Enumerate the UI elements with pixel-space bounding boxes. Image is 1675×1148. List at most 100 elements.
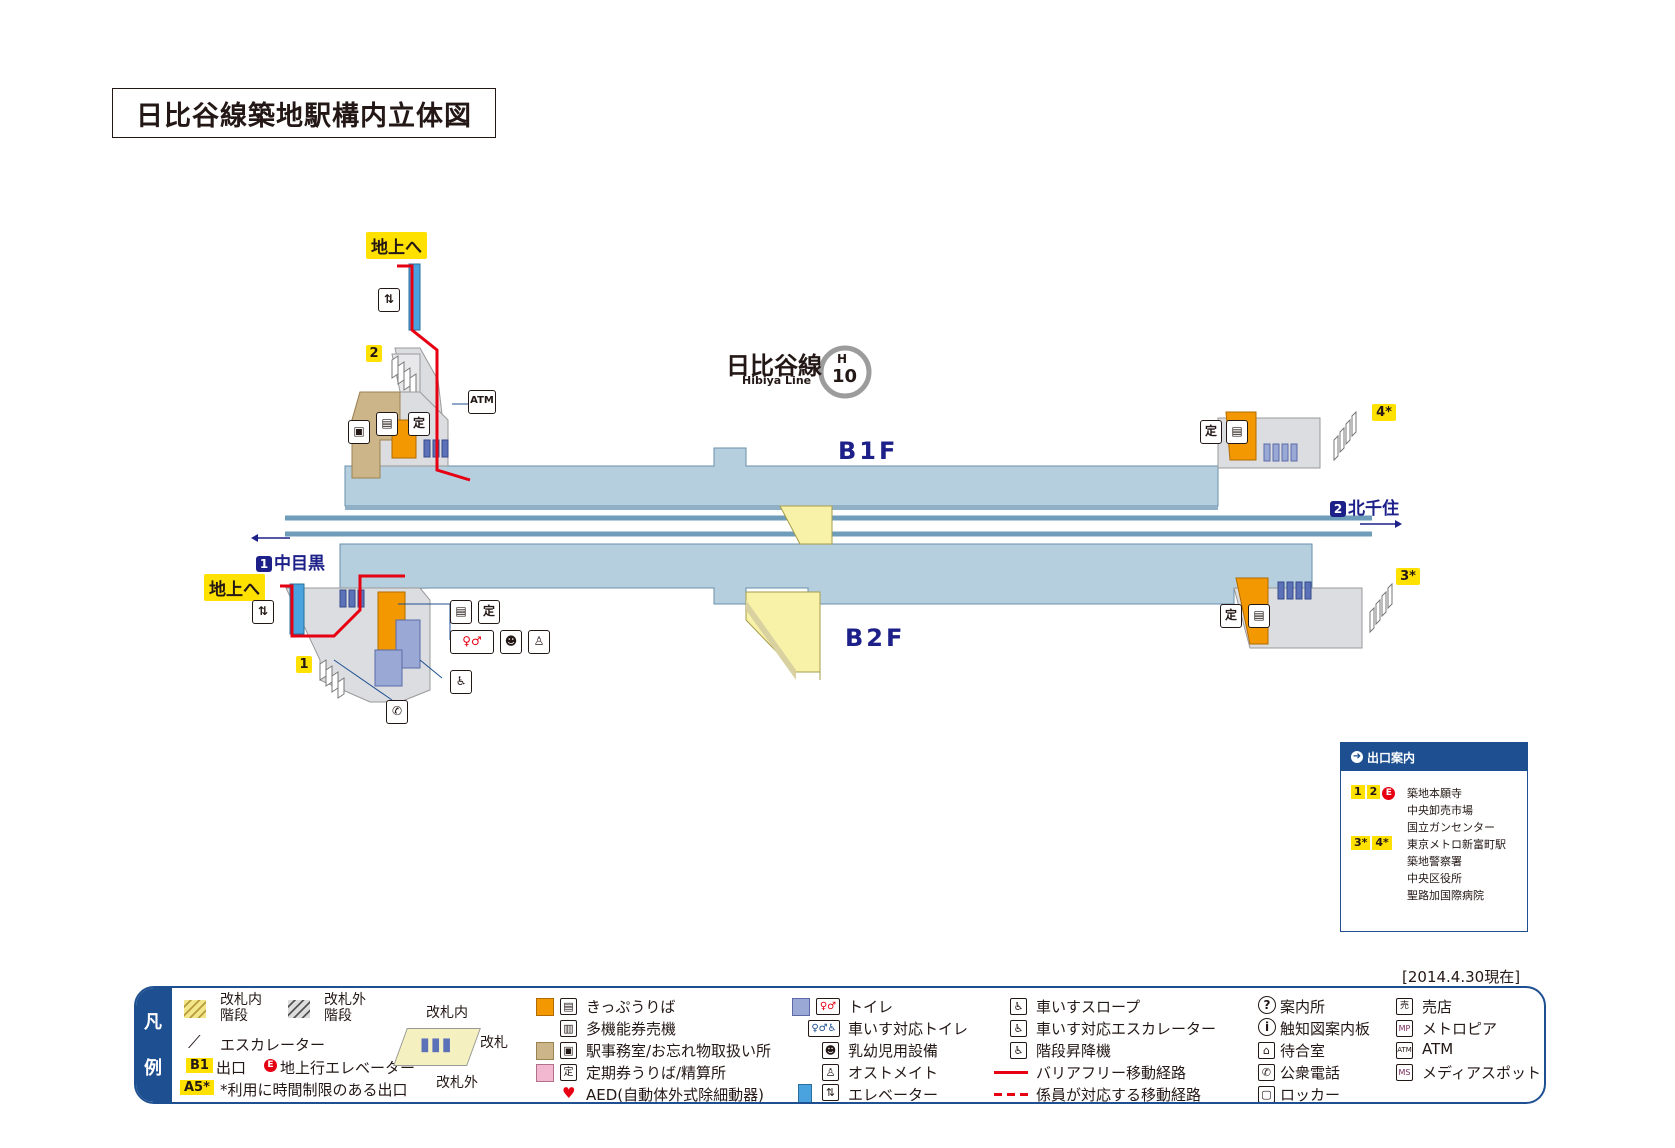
metropia-icon: MP	[1396, 1020, 1413, 1037]
phone-icon: ✆	[386, 700, 408, 724]
legend-col3-item: エレベーター	[848, 1086, 939, 1104]
exit-place: 聖路加国際病院	[1407, 889, 1484, 902]
aed-icon: ♥	[562, 1084, 576, 1102]
line-code-number: 10	[832, 366, 858, 387]
phone-icon: ✆	[1258, 1064, 1275, 1081]
exit-badge: 4*	[1372, 836, 1392, 850]
direction-kitasenju-label: 北千住	[1348, 499, 1399, 519]
legend-side-top: 凡	[144, 1012, 162, 1033]
line-code-symbol	[818, 345, 872, 399]
line-name-en: Hibiya Line	[742, 374, 812, 387]
to-ground-label-upper: 地上へ	[366, 232, 427, 259]
baby-facility-icon: ☻	[822, 1042, 839, 1059]
atm-icon: ATM	[468, 390, 496, 414]
legend-col5-item: 公衆電話	[1280, 1064, 1341, 1082]
ostomate-icon: ♙	[822, 1064, 839, 1081]
legend-col2-item: AED(自動体外式除細動器)	[586, 1086, 764, 1104]
legend-col4-item: 車いすスロープ	[1036, 998, 1141, 1016]
pass-office-icon: 定	[560, 1064, 577, 1081]
pass-office-color-icon	[536, 1064, 554, 1082]
legend-col4-item: 係員が対応する移動経路	[1036, 1086, 1202, 1104]
exit-place: 国立ガンセンター	[1407, 821, 1495, 834]
legend-limited-exit: *利用に時間制限のある出口	[220, 1081, 408, 1099]
legend-col6-item: メトロピア	[1422, 1020, 1498, 1038]
legend-stairs-outside-l2: 階段	[324, 1008, 352, 1024]
floor-label-b1: B1F	[838, 437, 899, 465]
locker-icon: ▢	[1258, 1086, 1275, 1102]
legend-exit: 出口	[216, 1059, 247, 1077]
legend-gate-inside: 改札内	[426, 1005, 468, 1021]
ticket-machine-icon-lower: ▤	[450, 600, 472, 624]
legend-col2-item: きっぷうりば	[586, 998, 676, 1016]
direction-nakameguro-label: 中目黒	[274, 554, 325, 574]
legend-stairs-outside: 改札外階段	[324, 992, 366, 1024]
waiting-room-icon: ⌂	[1258, 1042, 1275, 1059]
legend-col6-item: 売店	[1422, 998, 1453, 1016]
elevator-color-icon	[798, 1084, 812, 1102]
escalator-icon: ⟋	[188, 1032, 201, 1053]
as-of-date: [2014.4.30現在]	[1402, 968, 1521, 986]
b1-platform	[344, 447, 1219, 510]
legend-panel: 凡 例 改札内階段 改札外階段 ⟋ エスカレーター B1 出口 E 地上行エレベ…	[134, 986, 1546, 1104]
exit-place: 東京メトロ新富町駅	[1407, 838, 1506, 851]
legend-col5-item: 触知図案内板	[1280, 1020, 1371, 1038]
arrow-right-icon: ➜	[1351, 751, 1363, 763]
commuter-pass-icon-right-upper: 定	[1200, 420, 1222, 444]
legend-exit-badge: B1	[186, 1058, 213, 1073]
station-office-icon: ▣	[348, 420, 370, 444]
exit-guide-title: 出口案内	[1367, 750, 1416, 765]
exit-2-badge: 2	[366, 345, 382, 362]
central-stairs	[745, 505, 833, 680]
commuter-pass-icon-lower: 定	[478, 600, 500, 624]
legend-col4-item: バリアフリー移動経路	[1036, 1064, 1187, 1082]
wheelchair-slope-icon: ♿	[1010, 998, 1027, 1015]
legend-escalator: エスカレーター	[220, 1036, 326, 1054]
legend-col3-item: 乳幼児用設備	[848, 1042, 939, 1060]
exit-badge: 2	[1366, 785, 1381, 799]
legend-limited-badge: A5*	[180, 1080, 214, 1095]
ticket-machine-icon: ▤	[376, 412, 398, 436]
station-office-color-icon	[536, 1042, 554, 1060]
exit-1-badge: 1	[296, 656, 312, 673]
ostomate-icon: ♙	[528, 630, 550, 654]
legend-col2-item: 多機能券売機	[586, 1020, 677, 1038]
ticket-machine-icon: ▤	[560, 998, 577, 1015]
multi-ticket-machine-icon: ▥	[560, 1020, 577, 1037]
direction-kitasenju-number: 2	[1330, 501, 1346, 517]
ticket-machine-icon-right-lower: ▤	[1248, 604, 1270, 628]
b2-platform	[339, 543, 1313, 605]
exit2-structure	[351, 263, 471, 482]
legend-stairs-outside-l1: 改札外	[324, 992, 366, 1008]
elevator-icon-upper: ⇅	[378, 288, 400, 312]
media-spot-icon: MS	[1396, 1064, 1413, 1081]
legend-elevator-badge: E	[264, 1059, 277, 1072]
shop-icon: 売	[1396, 998, 1413, 1015]
stairs-inside-icon	[184, 1000, 206, 1018]
exit-place: 築地警察署	[1407, 855, 1462, 868]
legend-stairs-inside-l2: 階段	[220, 1008, 248, 1024]
station-office-icon: ▣	[560, 1042, 577, 1059]
elevator-exit-badge: E	[1382, 787, 1396, 800]
legend-col3-item: 車いす対応トイレ	[848, 1020, 969, 1038]
legend-stairs-inside: 改札内階段	[220, 992, 262, 1024]
gate-icon: ▮▮▮	[420, 1034, 453, 1055]
legend-side-bottom: 例	[144, 1058, 162, 1079]
exit1-structure	[280, 574, 431, 703]
toilet-icon: ♀♂	[816, 998, 840, 1015]
legend-col5-item: 案内所	[1280, 998, 1326, 1016]
ticket-machine-icon-right-upper: ▤	[1226, 420, 1248, 444]
elevator-icon: ⇅	[822, 1084, 839, 1101]
exit-guide-header: ➜ 出口案内	[1341, 743, 1527, 771]
legend-gate: 改札	[480, 1035, 508, 1051]
legend-col6-item: メディアスポット	[1422, 1064, 1541, 1082]
legend-col3-item: トイレ	[848, 998, 894, 1016]
exit-place: 築地本願寺	[1407, 787, 1462, 800]
exit-4-badge: 4*	[1372, 404, 1396, 421]
to-ground-label-lower: 地上へ	[204, 574, 265, 601]
page-title: 日比谷線築地駅構内立体図	[136, 100, 472, 132]
toilet-color-icon	[792, 998, 810, 1016]
barrier-free-route-line	[994, 1071, 1028, 1074]
